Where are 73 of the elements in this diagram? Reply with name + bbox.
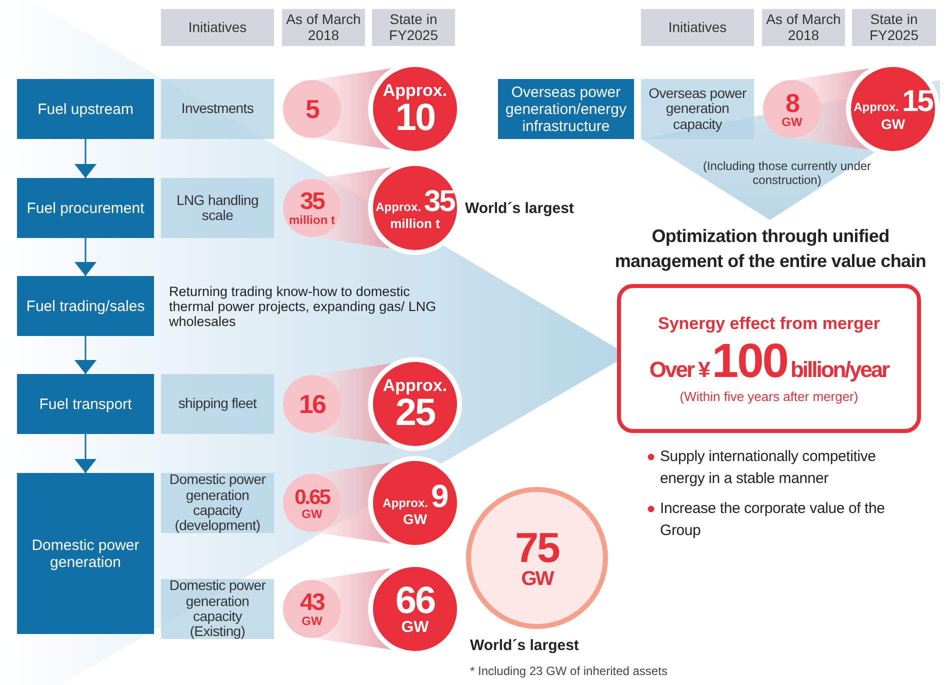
column-header: Initiatives (641, 9, 754, 46)
value-text: 0.65 (294, 486, 330, 508)
footnote-text: * Including 23 GW of inherited assets (470, 664, 668, 678)
synergy-text: billion/year (790, 356, 889, 382)
target-text: 35 (424, 186, 454, 216)
initiative-box (641, 79, 754, 139)
bullet-text: Increase the corporate value of the Group (660, 499, 886, 541)
stage-label: Domestic power generation (30, 536, 140, 570)
stage-box (498, 79, 634, 139)
heading-text: Optimization through unified management of the entire value chain (614, 225, 928, 274)
target-text: 15 (902, 87, 932, 117)
initiative-label: Overseas power generation capacity (648, 86, 748, 132)
flow-chevron (74, 336, 96, 374)
value-text: GW (782, 116, 802, 128)
note-text: (Including those currently under construction) (702, 159, 872, 187)
column-header: State in FY2025 (852, 9, 936, 46)
stage-box (17, 473, 154, 634)
target-text: million t (390, 216, 440, 230)
initiative-label: LNG handling scale (175, 192, 260, 224)
stage-box (17, 178, 154, 238)
target-text: Approx. (376, 200, 421, 212)
flow-chevron (74, 434, 96, 473)
target-text: Approx. (382, 82, 448, 98)
target-text: GW (880, 117, 906, 131)
stage-label: Fuel upstream (38, 100, 134, 118)
target-text: GW (401, 620, 429, 636)
target-text: 9 (431, 480, 448, 512)
value-text: GW (302, 615, 322, 627)
value-text: 35 (300, 190, 324, 214)
stage-label: Fuel procurement (26, 200, 144, 216)
synergy-text: (Within five years after merger) (680, 388, 858, 404)
stage-box (17, 79, 154, 139)
value-text: million t (289, 214, 335, 226)
flow-chevron (74, 139, 96, 178)
stage-box (17, 276, 154, 336)
target-text: Approx. (854, 101, 899, 113)
value-text: 5 (306, 96, 318, 122)
value-text: 16 (299, 391, 325, 417)
value-text: 8 (786, 90, 798, 116)
column-header: Initiatives (161, 9, 274, 46)
stage-label: Fuel transport (39, 396, 132, 412)
initiative-box (161, 178, 274, 238)
initiative-label: Returning trading know-how to domestic thermal power projects, expanding gas/ LNG wholesales (169, 284, 438, 328)
target-text: Approx. (382, 376, 448, 394)
value-text: GW (302, 508, 322, 520)
initiative-label: shipping fleet (178, 396, 257, 412)
total-text: GW (521, 569, 553, 589)
caption-text: World´s largest (465, 200, 574, 217)
initiative-box (161, 374, 274, 434)
stage-label: Fuel trading/sales (26, 298, 145, 314)
column-header: State in FY2025 (372, 9, 455, 46)
initiative-label: Domestic power generation capacity (development) (168, 472, 267, 534)
bullet-text: Supply internationally competitive energy in a stable manner (660, 447, 877, 489)
target-text: 10 (395, 98, 435, 136)
flow-chevron (74, 238, 96, 276)
initiative-box (161, 79, 274, 139)
stage-label: Overseas power generation/energy infrastructure (504, 84, 628, 134)
synergy-text: 100 (712, 334, 788, 388)
synergy-box (617, 284, 921, 433)
target-text: 66 (395, 582, 435, 620)
target-text: Approx. (382, 497, 428, 509)
initiative-label: Investments (181, 101, 254, 117)
target-text: 25 (395, 394, 435, 432)
column-header: As of March 2018 (282, 9, 365, 46)
total-text: 75 (515, 527, 559, 569)
target-text: GW (402, 512, 428, 526)
synergy-text: Synergy effect from merger (658, 314, 880, 334)
initiative-label: Domestic power generation capacity (Existing) (168, 578, 267, 640)
stage-box (17, 374, 154, 434)
caption-text: World´s largest (470, 637, 579, 654)
value-text: 43 (300, 591, 324, 615)
synergy-text: Over ¥ (649, 356, 709, 382)
column-header: As of March 2018 (762, 9, 845, 46)
